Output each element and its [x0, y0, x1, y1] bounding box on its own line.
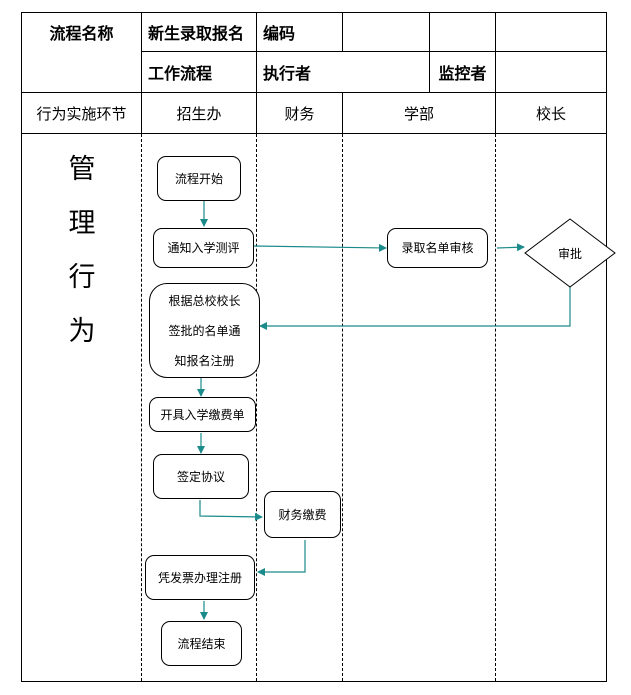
row-divider-1 [141, 51, 607, 52]
lane-principal: 校长 [535, 104, 566, 123]
lane-separator-4 [495, 134, 496, 681]
code-label: 编码 [263, 24, 296, 43]
workflow-label: 工作流程 [148, 64, 213, 83]
table-border-left [21, 12, 22, 682]
table-border-top [21, 12, 607, 13]
arrow-agreement-to-finance [199, 500, 263, 521]
node-approve-label: 审批 [557, 246, 582, 261]
lane-row-label: 行为实施环节 [36, 104, 127, 123]
row-divider-2 [21, 92, 607, 93]
node-invoice-register[interactable]: 凭发票办理注册 [145, 555, 255, 600]
lane-finance: 财务 [284, 104, 315, 123]
node-approve[interactable]: 审批 [530, 234, 610, 272]
lane-department: 学部 [403, 104, 434, 123]
node-notify-test-label: 通知入学测评 [167, 241, 240, 255]
node-sign-agreement[interactable]: 签定协议 [153, 454, 249, 499]
arrow-notify-to-review [253, 243, 387, 252]
node-review-list-label: 录取名单审核 [401, 241, 474, 255]
node-finance-pay[interactable]: 财务缴费 [264, 491, 341, 538]
node-invoice-register-label: 凭发票办理注册 [157, 570, 242, 585]
node-end-label: 流程结束 [177, 636, 226, 651]
row-divider-3 [21, 133, 607, 134]
table-border-right [606, 12, 607, 682]
node-issue-bill[interactable]: 开具入学缴费单 [149, 397, 256, 432]
node-finance-pay-label: 财务缴费 [278, 507, 327, 522]
lane-separator-1 [141, 134, 142, 681]
lane-separator-3 [342, 134, 343, 681]
col-divider-1 [141, 12, 142, 133]
table-border-bottom [21, 681, 607, 682]
management-behavior-label: 管 理 行 为 [68, 154, 96, 347]
col-divider-6 [342, 92, 343, 133]
col-divider-4 [429, 12, 430, 92]
node-notify-test[interactable]: 通知入学测评 [153, 228, 254, 268]
supervisor-label: 监控者 [438, 64, 487, 83]
process-name-value: 新生录取报名 [148, 24, 245, 43]
lane-admissions: 招生办 [176, 104, 222, 123]
node-notify-register[interactable]: 根据总校校长 签批的名单通 知报名注册 [149, 283, 260, 378]
approve-diamond [524, 218, 616, 288]
col-divider-3 [342, 12, 343, 52]
process-name-label: 流程名称 [49, 24, 114, 43]
node-start[interactable]: 流程开始 [157, 156, 241, 201]
lane-separator-2 [256, 134, 257, 681]
arrow-finance-to-invoice [257, 540, 306, 576]
node-start-label: 流程开始 [174, 171, 223, 186]
node-end[interactable]: 流程结束 [161, 621, 242, 666]
arrow-approve-to-register [259, 281, 571, 330]
col-divider-5 [495, 12, 496, 133]
arrow-review-to-approve [496, 243, 525, 252]
col-divider-2 [256, 12, 257, 133]
node-issue-bill-label: 开具入学缴费单 [160, 407, 245, 422]
node-review-list[interactable]: 录取名单审核 [387, 228, 488, 268]
executor-label: 执行者 [263, 64, 312, 83]
node-sign-agreement-label: 签定协议 [176, 469, 225, 484]
node-notify-register-label: 根据总校校长 签批的名单通 知报名注册 [168, 293, 241, 368]
